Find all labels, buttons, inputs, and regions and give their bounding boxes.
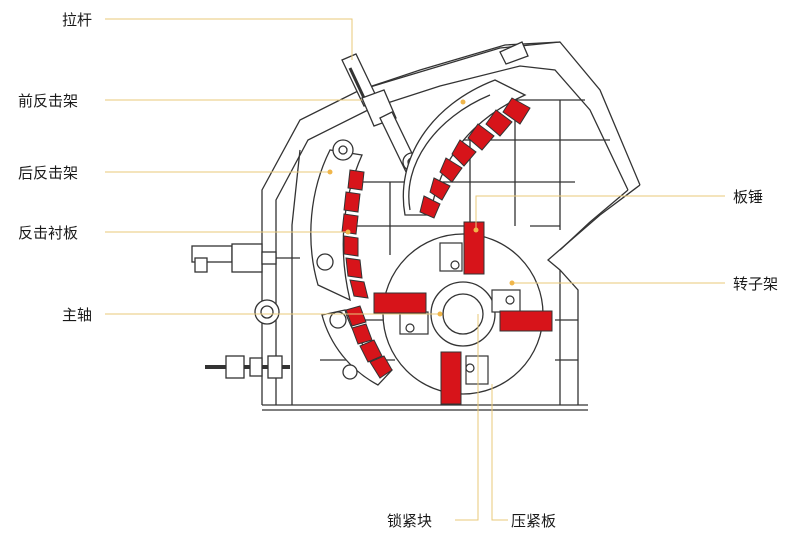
rear-impact-liners [341, 169, 369, 299]
side-pivot [254, 299, 280, 325]
label-pressure-plate: 压紧板 [511, 512, 557, 530]
rotor-pressure-plates [399, 242, 521, 385]
adjusting-rod-lower [205, 355, 290, 379]
label-pull-rod: 拉杆 [62, 11, 93, 29]
adjusting-rod-upper [191, 243, 300, 273]
label-impact-liner: 反击衬板 [18, 224, 79, 242]
label-rotor-frame: 转子架 [733, 275, 779, 293]
leader-lines [105, 18, 725, 521]
front-impact-liners [419, 97, 531, 219]
label-markers [327, 99, 515, 317]
label-rear-impact-frame: 后反击架 [18, 164, 79, 182]
rotor [382, 233, 544, 395]
blow-bars [373, 221, 553, 405]
label-main-shaft: 主轴 [62, 306, 93, 324]
lower-impact-liners [345, 305, 393, 379]
label-locking-block: 锁紧块 [387, 512, 433, 530]
label-front-impact-frame: 前反击架 [18, 92, 79, 110]
label-blow-bar: 板锤 [733, 188, 764, 206]
crusher-housing [261, 41, 641, 411]
